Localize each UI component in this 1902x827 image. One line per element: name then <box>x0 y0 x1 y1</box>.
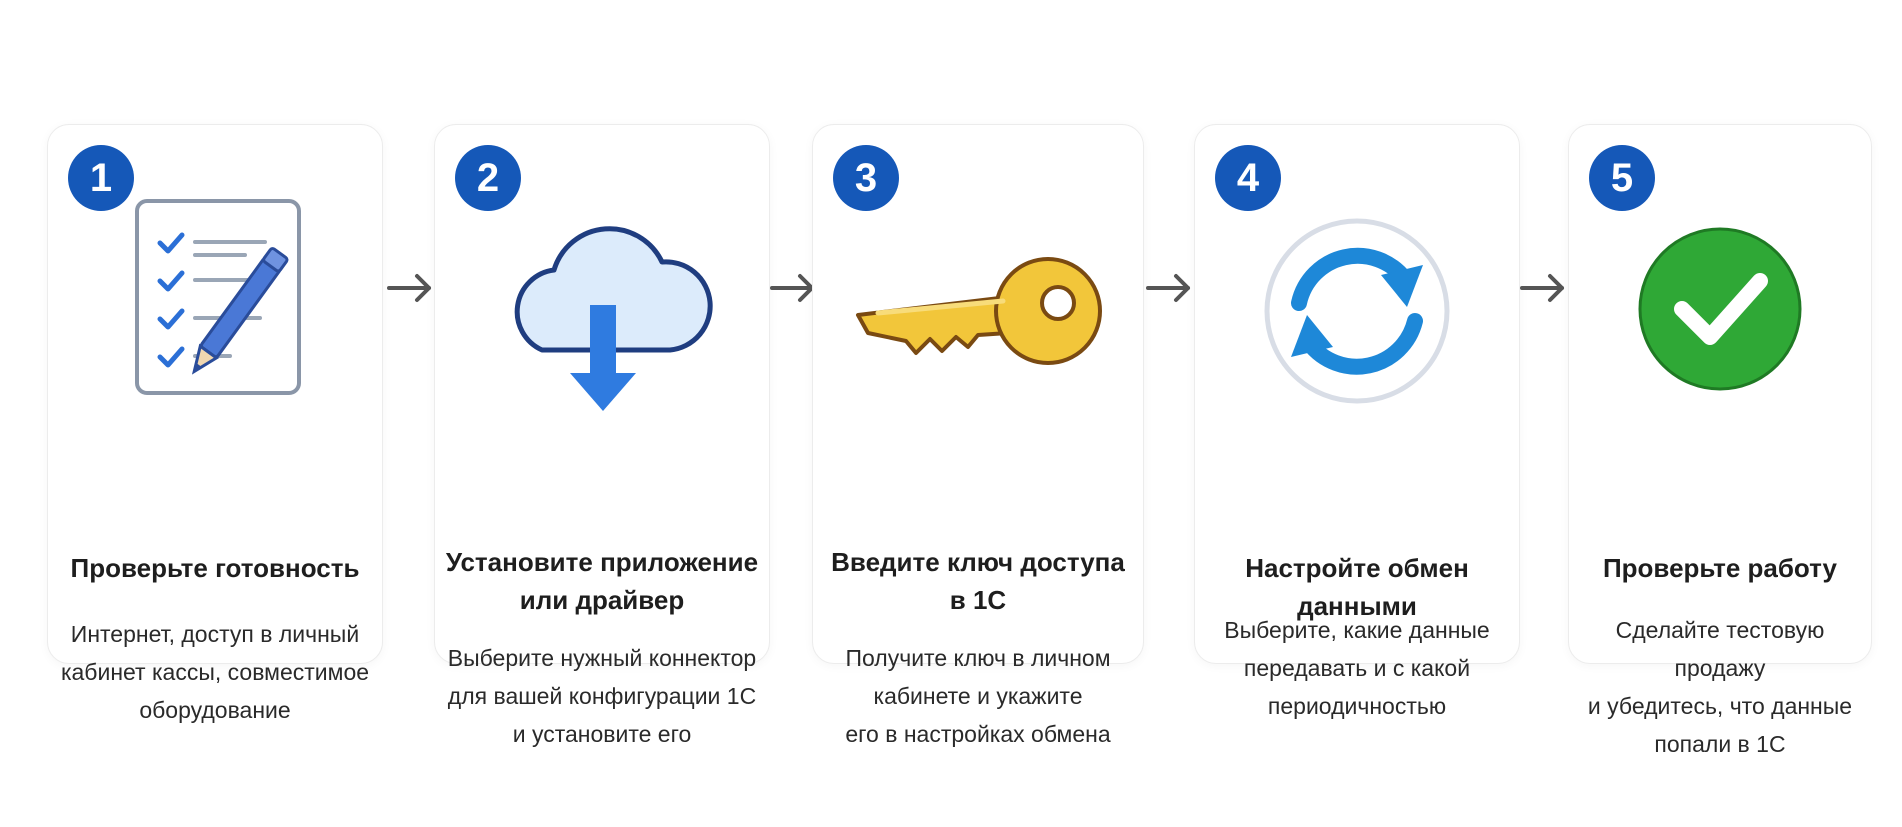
step-card-2: 2 Установите приложение или драйвер Выбе… <box>434 124 770 747</box>
step-number-badge: 5 <box>1589 145 1655 211</box>
step-card-4: 4 Настройте обмен данными Выберите, каки… <box>1194 124 1520 719</box>
arrow-right-icon <box>770 274 814 302</box>
step-number-badge: 1 <box>68 145 134 211</box>
step-description: Сделайте тестовую продажу и убедитесь, ч… <box>1587 617 1853 757</box>
arrow-right-icon <box>387 274 431 302</box>
step-number-badge: 2 <box>455 145 521 211</box>
key-icon <box>813 185 1143 485</box>
step-title: Проверьте работу <box>1602 553 1838 583</box>
arrow-right-icon <box>1520 274 1564 302</box>
cloud-download-icon <box>435 185 769 485</box>
step-description: Получите ключ в личном кабинете и укажит… <box>845 645 1111 747</box>
step-title: Проверьте готовность <box>70 553 360 583</box>
arrow-right-icon <box>1146 274 1190 302</box>
step-title: Настройте обмен данными <box>1245 553 1469 621</box>
step-number-badge: 3 <box>833 145 899 211</box>
check-circle-icon <box>1569 185 1871 485</box>
step-card-1: 1 <box>47 124 383 723</box>
step-title: Введите ключ доступа в 1С <box>831 547 1125 615</box>
step-description: Выберите нужный коннектор для вашей конф… <box>447 645 757 747</box>
step-description: Выберите, какие данные передавать и с ка… <box>1224 617 1490 719</box>
step-number-badge: 4 <box>1215 145 1281 211</box>
step-card-5: 5 Проверьте работу Сделайте тестовую про… <box>1568 124 1872 757</box>
step-description: Интернет, доступ в личный кабинет кассы,… <box>60 621 370 723</box>
sync-icon <box>1195 185 1519 485</box>
step-title: Установите приложение или драйвер <box>445 547 759 615</box>
step-card-3: 3 Введите ключ доступа в 1С Получите клю… <box>812 124 1144 747</box>
checklist-pen-icon <box>48 185 382 485</box>
